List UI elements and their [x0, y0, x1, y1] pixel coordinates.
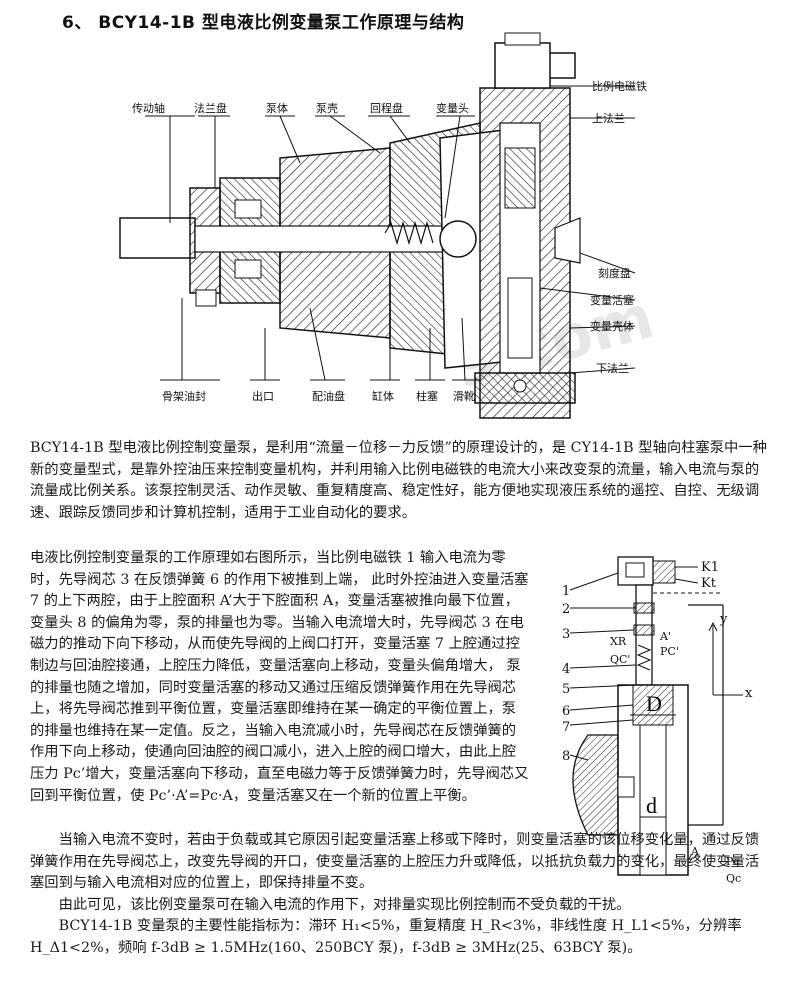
label-pc-prime: PC'	[660, 645, 679, 658]
label-qc: Qc	[726, 872, 741, 885]
num-6: 6	[562, 704, 570, 719]
variable-head-8	[572, 734, 619, 836]
num-1: 1	[562, 584, 570, 599]
label-slipper: 滑靴	[453, 389, 475, 403]
label-valve-plate: 配油盘	[312, 389, 345, 403]
label-variable-head: 变量头	[436, 101, 469, 115]
paragraph-specs: BCY14-1B 变量泵的主要性能指标为：滞环 H₁<5%，重复精度 H_R<3…	[30, 918, 742, 956]
num-3: 3	[562, 627, 570, 642]
num-4: 4	[562, 662, 570, 677]
axis-x: x	[745, 686, 753, 701]
num-7: 7	[562, 720, 570, 735]
label-return-plate: 回程盘	[370, 101, 403, 115]
num-8: 8	[562, 749, 570, 764]
label-variable-piston: 变量活塞	[590, 293, 634, 307]
paragraph-principle: 电液比例控制变量泵的工作原理如右图所示，当比例电磁铁 1 输入电流为零时，先导阀…	[30, 550, 529, 804]
label-k1: K1	[701, 560, 719, 575]
section-title: 6、 BCY14-1B 型电液比例变量泵工作原理与结构	[62, 13, 465, 33]
label-a: A	[690, 845, 700, 858]
paragraph-constant: 当输入电流不变时，若由于负载或其它原因引起变量活塞上移或下降时，则变量活塞的该位…	[30, 832, 760, 892]
num-5: 5	[562, 682, 570, 697]
label-pump-body: 泵体	[266, 101, 288, 115]
label-drive-shaft: 传动轴	[132, 101, 165, 115]
drive-shaft	[119, 217, 196, 259]
pump-cross-section-figure: 9.com	[119, 32, 661, 419]
label-dial: 刻度盘	[598, 266, 631, 280]
axis-y: y	[719, 612, 728, 627]
label-pc: Pc	[726, 855, 740, 868]
label-kt: Kt	[701, 576, 717, 591]
label-proportional-solenoid: 比例电磁铁	[592, 79, 647, 93]
label-a-prime: A'	[659, 630, 671, 643]
label-upper-flange: 上法兰	[592, 111, 625, 125]
label-d-large: D	[646, 691, 662, 716]
label-pump-shell: 泵壳	[316, 101, 338, 115]
label-lower-flange: 下法兰	[596, 361, 629, 375]
label-plunger: 柱塞	[416, 389, 438, 403]
paragraph-intro: BCY14-1B 型电液比例控制变量泵，是利用“流量－位移－力反馈”的原理设计的…	[30, 440, 767, 521]
label-oil-seal: 骨架油封	[162, 389, 206, 403]
proportional-solenoid	[494, 42, 551, 89]
label-cylinder: 缸体	[372, 389, 394, 403]
control-schematic-figure: 1 2 3 4 5 6 7 8 K1 Kt XR A' PC' QC' y x …	[562, 556, 753, 885]
label-outlet: 出口	[252, 389, 274, 403]
paragraph-constant-current: 当输入电流不变时，若由于负载或其它原因引起变量活塞上移或下降时，则变量活塞的该位…	[30, 830, 770, 960]
label-variable-housing: 变量壳体	[590, 319, 634, 333]
label-qc-prime: QC'	[610, 653, 630, 666]
label-d-small: d	[646, 793, 657, 818]
num-2: 2	[562, 602, 570, 617]
paragraph-conclusion: 由此可见，该比例变量泵可在输入电流的作用下，对排量实现比例控制而不受负载的干扰。	[58, 896, 631, 913]
label-xr: XR	[610, 635, 627, 648]
label-flange-plate: 法兰盘	[194, 101, 227, 115]
